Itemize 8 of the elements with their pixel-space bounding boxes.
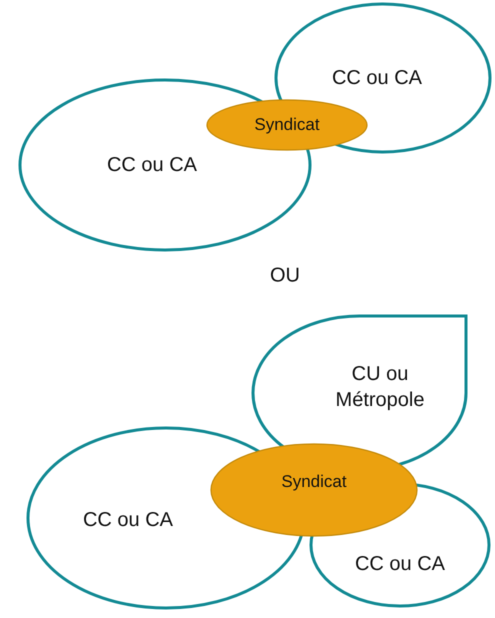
region-label: Syndicat — [253, 114, 321, 136]
region-label: CC ou CA — [330, 66, 424, 91]
region-label: Syndicat — [280, 470, 348, 493]
separator-text: OU — [270, 264, 300, 288]
region-label: CC ou CA — [82, 508, 174, 533]
region-label: CU ou Métropole — [334, 362, 426, 413]
region-label: CC ou CA — [354, 552, 446, 577]
region-label: CC ou CA — [106, 153, 198, 178]
